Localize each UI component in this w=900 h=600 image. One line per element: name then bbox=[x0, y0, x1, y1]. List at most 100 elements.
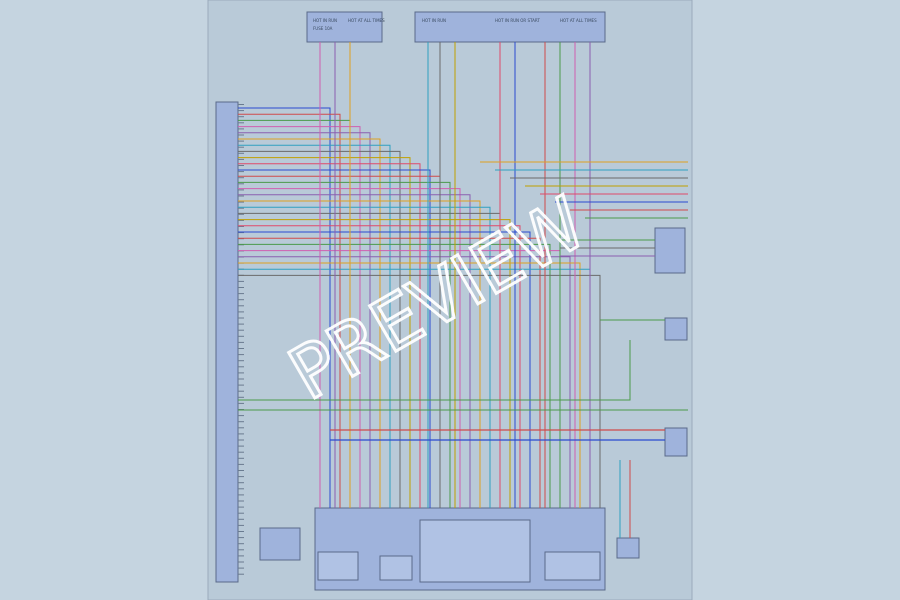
connector-pin bbox=[238, 549, 244, 551]
wire-left-3 bbox=[238, 126, 361, 508]
wire-left-14 bbox=[238, 194, 471, 508]
connector-pin bbox=[238, 299, 244, 301]
wire-left-10 bbox=[238, 169, 431, 508]
bottom-submodule-c bbox=[419, 519, 531, 583]
connector-pin bbox=[238, 116, 244, 118]
connector-pin bbox=[238, 165, 244, 166]
right-relay-top bbox=[654, 227, 686, 274]
connector-pin bbox=[238, 335, 244, 337]
connector-pin bbox=[238, 512, 244, 514]
connector-pin bbox=[238, 561, 244, 563]
connector-pin bbox=[238, 396, 244, 398]
bottom-submodule-d bbox=[544, 551, 601, 581]
wire-left-6 bbox=[238, 144, 391, 508]
connector-pin bbox=[238, 232, 244, 234]
connector-pin bbox=[238, 421, 244, 423]
wire-left-24 bbox=[238, 256, 571, 508]
connector-pin bbox=[238, 323, 244, 325]
svg-text:HOT AT ALL TIMES: HOT AT ALL TIMES bbox=[348, 18, 385, 23]
connector-pin bbox=[238, 360, 244, 362]
connector-pin bbox=[238, 415, 244, 417]
connector-pin bbox=[238, 317, 244, 319]
connector-pin bbox=[238, 531, 244, 532]
connector-pin bbox=[238, 158, 244, 160]
connector-pin bbox=[238, 354, 244, 356]
connector-pin bbox=[238, 555, 244, 557]
connector-pin bbox=[238, 195, 244, 197]
connector-pin bbox=[238, 543, 244, 545]
wire-left-8 bbox=[238, 157, 411, 508]
right-ground-box bbox=[616, 537, 640, 559]
svg-text:HOT IN RUN: HOT IN RUN bbox=[313, 18, 337, 23]
connector-pin bbox=[238, 213, 244, 215]
connector-pin bbox=[238, 476, 244, 478]
bottom-module-small bbox=[259, 527, 301, 561]
wire-routes bbox=[238, 42, 688, 538]
right-module-box bbox=[664, 427, 688, 457]
connector-pin bbox=[238, 433, 244, 435]
connector-pin bbox=[238, 183, 244, 185]
bottom-submodule-a bbox=[317, 551, 359, 581]
connector-pin bbox=[238, 378, 244, 380]
connector-pin bbox=[238, 439, 244, 441]
connector-pin bbox=[238, 348, 244, 349]
connector-pin bbox=[238, 445, 244, 447]
wire-left-1 bbox=[238, 113, 341, 508]
connector-pin bbox=[238, 110, 244, 112]
connector-pin bbox=[238, 280, 244, 282]
connector-pin bbox=[238, 177, 244, 179]
connector-pin bbox=[238, 573, 244, 575]
svg-text:HOT IN RUN OR START: HOT IN RUN OR START bbox=[495, 18, 540, 23]
connector-pin bbox=[238, 128, 244, 130]
connector-pin bbox=[238, 427, 244, 429]
connector-pin bbox=[238, 366, 244, 368]
connector-pin bbox=[238, 488, 244, 490]
top-fuse-block-left: HOT IN RUN FUSE 10A HOT AT ALL TIMES bbox=[306, 11, 385, 43]
connector-pin bbox=[238, 140, 244, 142]
wire-left-9 bbox=[238, 163, 421, 508]
connector-pin bbox=[238, 402, 244, 404]
connector-pin bbox=[238, 152, 244, 154]
bottom-submodule-b bbox=[379, 555, 413, 581]
connector-pin bbox=[238, 201, 244, 203]
connector-pin bbox=[238, 451, 244, 453]
wire-left-22 bbox=[238, 243, 551, 508]
connector-pin bbox=[238, 207, 244, 209]
connector-pin bbox=[238, 287, 244, 288]
connector-pin bbox=[238, 189, 244, 191]
wire-switch-b bbox=[238, 340, 631, 401]
connector-pin bbox=[238, 500, 244, 502]
connector-pin bbox=[238, 494, 244, 496]
connector-pin bbox=[238, 482, 244, 484]
connector-pin bbox=[238, 146, 244, 148]
connector-pin bbox=[238, 226, 244, 227]
connector-pin bbox=[238, 457, 244, 459]
wire-left-4 bbox=[238, 132, 371, 508]
connector-pin bbox=[238, 219, 244, 221]
wire-left-19 bbox=[238, 225, 521, 508]
wire-left-5 bbox=[238, 138, 381, 508]
wire-left-12 bbox=[238, 181, 451, 508]
connector-pin bbox=[238, 390, 244, 392]
connector-pin bbox=[238, 384, 244, 386]
svg-text:HOT IN RUN: HOT IN RUN bbox=[422, 18, 446, 23]
connector-pin bbox=[238, 518, 244, 520]
connector-pin bbox=[238, 470, 244, 471]
wire-left-13 bbox=[238, 188, 461, 508]
connector-pin bbox=[238, 293, 244, 295]
connector-pin bbox=[238, 506, 244, 508]
connector-pin bbox=[238, 104, 244, 105]
connector-pin bbox=[238, 372, 244, 374]
connector-pin bbox=[238, 341, 244, 343]
connector-pin bbox=[238, 567, 244, 569]
connector-pin bbox=[238, 122, 244, 124]
wire-left-16 bbox=[238, 206, 491, 508]
connector-pin bbox=[238, 463, 244, 465]
wire-left-0 bbox=[238, 107, 331, 508]
wire-left-21 bbox=[238, 237, 541, 508]
wire-left-7 bbox=[238, 150, 401, 508]
wire-left-18 bbox=[238, 219, 511, 508]
connector-pin bbox=[238, 134, 244, 136]
connector-pin bbox=[238, 305, 244, 307]
